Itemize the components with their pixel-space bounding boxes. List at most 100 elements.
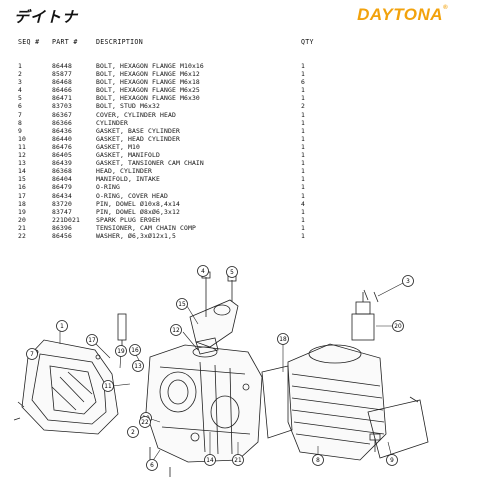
callout-12: 12 bbox=[170, 324, 182, 336]
seq-cell: 10 bbox=[18, 134, 26, 143]
qty-cell: 1 bbox=[301, 175, 305, 184]
description-cell: BOLT, HEXAGON FLANGE M6x30 bbox=[96, 94, 200, 103]
callout-label: 3 bbox=[406, 279, 410, 285]
part-number-cell: 86448 bbox=[52, 62, 72, 70]
callout-label: 13 bbox=[134, 364, 142, 370]
base-gasket-drawing bbox=[367, 399, 429, 459]
qty-cell: 1 bbox=[301, 183, 305, 192]
callout-label: 18 bbox=[279, 337, 287, 343]
part-number-cell: 86468 bbox=[52, 78, 72, 87]
seq-cell: 15 bbox=[18, 175, 26, 184]
callout-17: 17 bbox=[86, 334, 98, 346]
qty-cell: 1 bbox=[301, 159, 305, 168]
qty-cell: 1 bbox=[301, 223, 305, 232]
callout-18: 18 bbox=[277, 333, 289, 345]
qty-cell: 1 bbox=[301, 215, 305, 224]
qty-cell: 1 bbox=[301, 134, 305, 143]
description-cell: GASKET, HEAD CYLINDER bbox=[96, 134, 180, 143]
part-number-cell: 86367 bbox=[52, 110, 72, 119]
description-cell: TENSIONER, CAM CHAIN COMP bbox=[96, 223, 196, 232]
qty-cell: 1 bbox=[301, 207, 305, 216]
seq-cell: 1 bbox=[18, 62, 22, 70]
qty-cell: 6 bbox=[301, 78, 305, 87]
qty-cell: 1 bbox=[301, 142, 305, 151]
seq-cell: 2 bbox=[18, 70, 22, 79]
callout-label: 15 bbox=[178, 302, 186, 308]
description-cell: GASKET, MANIFOLD bbox=[96, 151, 160, 160]
callout-layer: 31541220117185191671110132229146218 bbox=[26, 265, 414, 471]
callout-label: 6 bbox=[150, 463, 154, 469]
qty-cell: 1 bbox=[301, 191, 305, 200]
bolts-drawing bbox=[13, 271, 419, 477]
description-cell: SPARK PLUG ER9EH bbox=[96, 215, 160, 224]
cam-chain-tensioner-drawing bbox=[351, 292, 375, 341]
seq-cell: 11 bbox=[18, 142, 26, 151]
callout-label: 21 bbox=[234, 458, 242, 464]
callout-label: 16 bbox=[131, 348, 139, 354]
description-cell: BOLT, HEXAGON FLANGE M6x12 bbox=[96, 70, 200, 79]
callout-label: 9 bbox=[390, 458, 394, 464]
callout-label: 5 bbox=[230, 270, 234, 276]
description-header: DESCRIPTION bbox=[96, 38, 143, 46]
qty-cell: 2 bbox=[301, 102, 305, 111]
intake-manifold-drawing bbox=[189, 299, 239, 355]
part-number-cell: 83703 bbox=[52, 102, 72, 111]
part-number-cell: 86434 bbox=[52, 191, 72, 200]
callout-label: 11 bbox=[104, 384, 112, 390]
callout-9: 9 bbox=[386, 454, 398, 466]
part-number-cell: 86456 bbox=[52, 231, 72, 240]
callout-11: 11 bbox=[102, 380, 114, 392]
brand-logo-japanese: デイトナ bbox=[14, 8, 79, 26]
seq-cell: 19 bbox=[18, 207, 26, 216]
part-number-cell: 83747 bbox=[52, 207, 72, 216]
part-number-cell: 221D021 bbox=[52, 215, 80, 224]
manifold-gasket-drawing bbox=[192, 346, 218, 358]
callout-16: 16 bbox=[129, 344, 141, 356]
callout-4: 4 bbox=[197, 265, 209, 277]
qty-cell: 1 bbox=[301, 110, 305, 119]
part-number-cell: 83720 bbox=[52, 199, 72, 208]
qty-cell: 1 bbox=[301, 167, 305, 176]
callout-15: 15 bbox=[176, 298, 188, 310]
callout-6: 6 bbox=[146, 459, 158, 471]
part-number-cell: 86404 bbox=[52, 175, 72, 184]
part-number-cell: 86479 bbox=[52, 183, 72, 192]
callout-label: 22 bbox=[141, 420, 149, 426]
callout-21: 21 bbox=[232, 454, 244, 466]
seq-header: SEQ # bbox=[18, 38, 40, 46]
seq-cell: 7 bbox=[18, 110, 22, 119]
callout-label: 4 bbox=[201, 269, 205, 275]
part-header: PART # bbox=[52, 38, 78, 46]
description-cell: BOLT, HEXAGON FLANGE M6x18 bbox=[96, 78, 200, 87]
part-number-cell: 86476 bbox=[52, 142, 72, 151]
description-cell: COVER, CYLINDER HEAD bbox=[96, 110, 176, 119]
callout-13: 13 bbox=[132, 360, 144, 372]
seq-cell: 4 bbox=[18, 86, 22, 95]
table-row: 1 86448 BOLT, HEXAGON FLANGE M10x16 1 bbox=[0, 62, 480, 70]
part-number-cell: 86436 bbox=[52, 126, 72, 135]
qty-cell: 1 bbox=[301, 118, 305, 127]
qty-cell: 1 bbox=[301, 62, 305, 70]
qty-cell: 1 bbox=[301, 126, 305, 135]
callout-label: 19 bbox=[117, 349, 125, 355]
callout-label: 8 bbox=[316, 458, 320, 464]
qty-header: QTY bbox=[301, 38, 314, 46]
table-row: 7 86367 COVER, CYLINDER HEAD 1 bbox=[0, 111, 480, 119]
callout-label: 20 bbox=[394, 324, 402, 330]
part-number-cell: 86439 bbox=[52, 159, 72, 168]
callout-1: 1 bbox=[56, 320, 68, 332]
callout-label: 12 bbox=[172, 328, 180, 334]
description-cell: BOLT, HEXAGON FLANGE M10x16 bbox=[96, 62, 204, 70]
